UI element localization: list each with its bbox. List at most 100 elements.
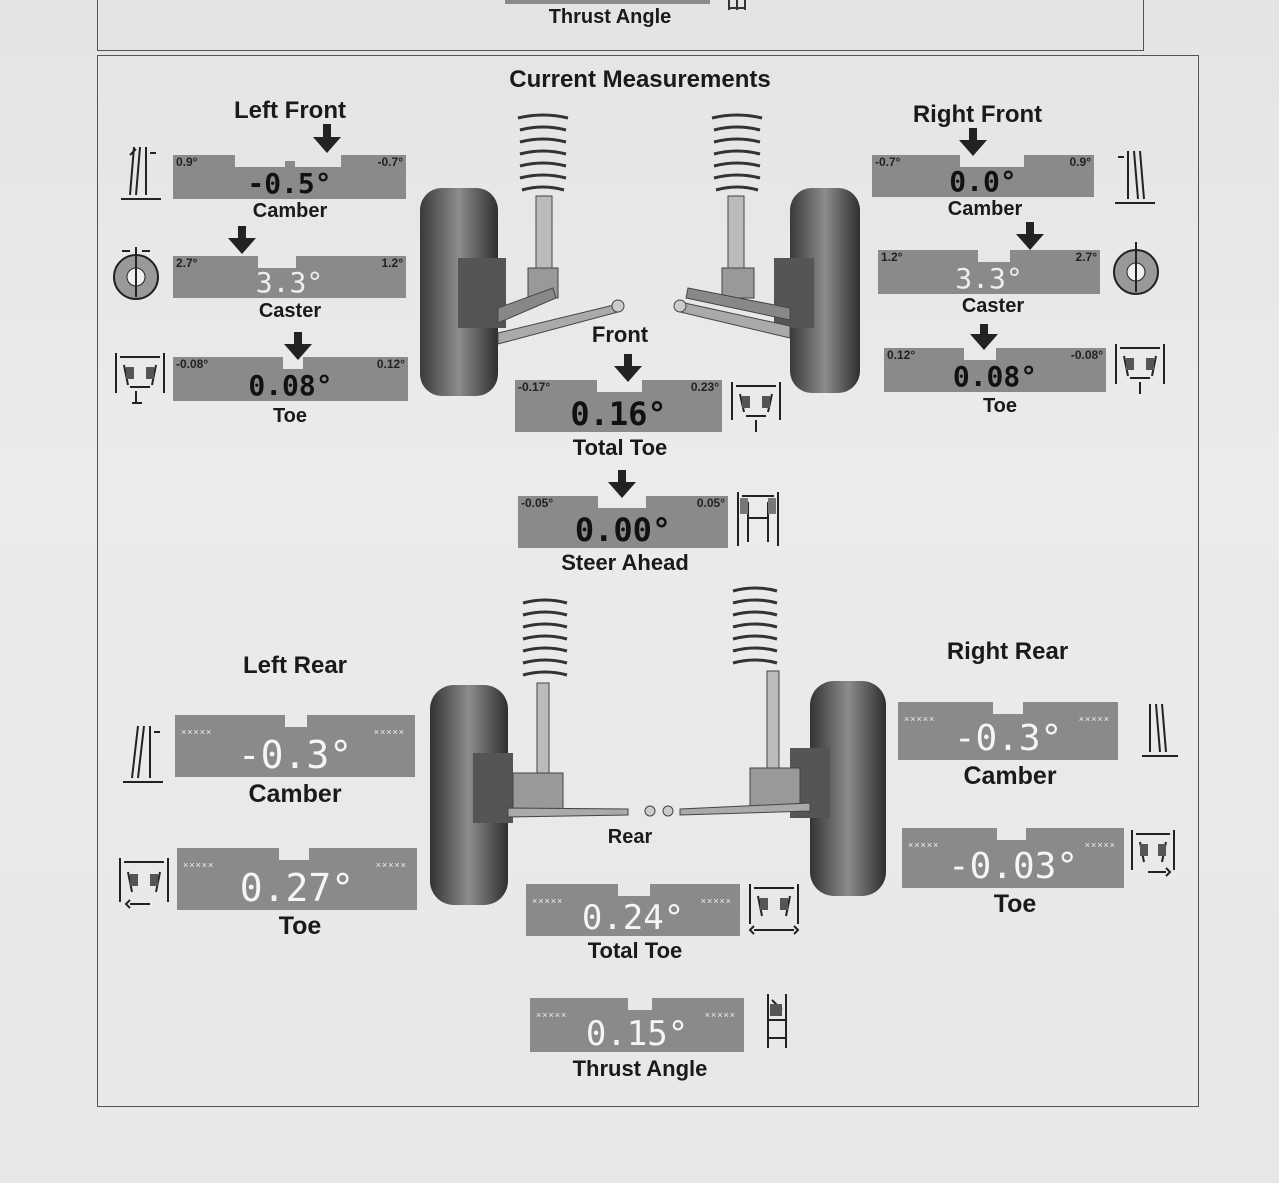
steer-ahead-arrow-stem xyxy=(618,470,626,482)
steer-ahead-label: Steer Ahead xyxy=(561,550,689,575)
left-front-toe-arrow-stem xyxy=(294,332,302,344)
right-rear-camber-value: -0.3° xyxy=(953,718,1063,759)
left-front-toe-arrow xyxy=(284,344,312,360)
front-total-toe-max: 0.23° xyxy=(690,380,719,394)
left-rear-camber-value: -0.3° xyxy=(237,733,353,777)
steer-ahead-gauge: -0.05° 0.05° 0.00° xyxy=(518,496,728,548)
thrust-angle-gauge: ××××× ××××× 0.15° xyxy=(530,998,744,1052)
front-total-toe-label: Total Toe xyxy=(572,435,668,460)
left-front-camber-value: -0.5° xyxy=(247,167,332,200)
left-front-caster-arrow-stem xyxy=(238,226,246,238)
right-front-toe-label: Toe xyxy=(982,395,1018,417)
camber-icon xyxy=(116,143,166,201)
right-front-toe-arrow xyxy=(970,334,998,350)
right-front-toe-gauge: 0.12° -0.08° 0.08° xyxy=(884,348,1106,392)
caster-icon xyxy=(112,245,164,303)
left-front-toe-gauge: -0.08° 0.12° 0.08° xyxy=(173,357,408,401)
left-front-heading: Left Front xyxy=(234,97,346,124)
steer-ahead-icon xyxy=(732,488,784,550)
left-front-toe-value: 0.08° xyxy=(248,369,333,402)
front-label: Front xyxy=(591,322,649,347)
steer-ahead-value: 0.00° xyxy=(574,511,672,549)
camber-icon xyxy=(1110,147,1160,205)
right-front-caster-min: 1.2° xyxy=(881,250,903,264)
left-rear-heading: Left Rear xyxy=(242,652,348,679)
top-thrust-gauge-fragment xyxy=(505,0,710,4)
left-front-caster-min: 2.7° xyxy=(176,256,198,270)
measurements-panel xyxy=(97,55,1199,1107)
rear-total-toe-value: 0.24° xyxy=(581,898,685,938)
left-front-toe-max: 0.12° xyxy=(376,357,405,371)
right-front-heading: Right Front xyxy=(912,101,1043,128)
total-toe-icon xyxy=(728,378,784,436)
camber-icon xyxy=(118,722,168,784)
rear-label: Rear xyxy=(607,826,653,848)
left-rear-toe-value: 0.27° xyxy=(239,866,355,910)
front-total-toe-gauge: -0.17° 0.23° 0.16° xyxy=(515,380,722,432)
thrust-angle-label: Thrust Angle xyxy=(572,1056,708,1081)
left-front-toe-label: Toe xyxy=(272,405,308,427)
right-rear-camber-gauge: ××××× ××××× -0.3° xyxy=(898,702,1118,760)
right-front-caster-value: 3.3° xyxy=(955,262,1023,295)
left-front-camber-label: Camber xyxy=(252,200,328,222)
rear-suspension-illustration xyxy=(428,583,888,908)
left-rear-toe-label: Toe xyxy=(278,912,322,940)
left-front-camber-min: 0.9° xyxy=(176,155,198,169)
left-front-caster-label: Caster xyxy=(258,300,322,322)
front-total-toe-min: -0.17° xyxy=(518,380,551,394)
left-front-camber-gauge: 0.9° -0.7° -0.5° xyxy=(173,155,406,199)
rear-total-toe-gauge: ××××× ××××× 0.24° xyxy=(526,884,740,936)
front-total-toe-arrow-stem xyxy=(624,354,632,366)
left-front-caster-max: 1.2° xyxy=(381,256,403,270)
left-front-camber-max: -0.7° xyxy=(377,155,403,169)
right-front-camber-value: 0.0° xyxy=(949,165,1017,198)
steer-ahead-arrow xyxy=(608,482,636,498)
right-front-caster-arrow-stem xyxy=(1026,222,1034,234)
right-front-toe-max: -0.08° xyxy=(1070,348,1103,362)
right-front-camber-min: -0.7° xyxy=(875,155,901,169)
right-rear-toe-value: -0.03° xyxy=(947,846,1079,887)
right-front-camber-max: 0.9° xyxy=(1069,155,1091,169)
right-front-caster-gauge: 1.2° 2.7° 3.3° xyxy=(878,250,1100,294)
toe-icon xyxy=(116,852,172,914)
left-front-camber-arrow-stem xyxy=(323,124,331,138)
left-rear-camber-gauge: ××××× ××××× -0.3° xyxy=(175,715,415,777)
left-front-toe-min: -0.08° xyxy=(176,357,209,371)
right-front-caster-arrow xyxy=(1016,234,1044,250)
front-total-toe-arrow xyxy=(614,366,642,382)
right-front-toe-min: 0.12° xyxy=(887,348,916,362)
caster-icon xyxy=(1110,240,1162,298)
camber-icon xyxy=(1140,700,1180,758)
left-rear-camber-label: Camber xyxy=(248,780,342,808)
left-front-camber-arrow xyxy=(313,137,341,153)
steer-ahead-min: -0.05° xyxy=(521,496,554,510)
toe-icon xyxy=(1112,338,1168,396)
right-front-camber-arrow-stem xyxy=(969,128,977,140)
top-thrust-angle-label: Thrust Angle xyxy=(548,6,672,28)
steer-ahead-max: 0.05° xyxy=(696,496,725,510)
toe-icon xyxy=(112,347,168,405)
page-title: Current Measurements xyxy=(509,66,771,93)
right-rear-heading: Right Rear xyxy=(946,638,1069,665)
right-front-toe-arrow-stem xyxy=(980,324,988,336)
thrust-angle-value: 0.15° xyxy=(585,1014,689,1054)
front-total-toe-value: 0.16° xyxy=(570,395,667,433)
right-rear-camber-label: Camber xyxy=(963,762,1057,790)
right-front-caster-label: Caster xyxy=(961,295,1025,317)
thrust-angle-icon xyxy=(762,990,792,1052)
left-front-caster-arrow xyxy=(228,238,256,254)
right-front-toe-value: 0.08° xyxy=(952,360,1038,393)
left-rear-toe-gauge: ××××× ××××× 0.27° xyxy=(177,848,417,910)
thrust-angle-icon xyxy=(727,0,747,12)
right-front-camber-label: Camber xyxy=(947,198,1023,220)
left-front-caster-value: 3.3° xyxy=(255,266,324,299)
total-toe-icon xyxy=(746,880,802,938)
front-suspension-illustration xyxy=(418,108,868,398)
toe-icon xyxy=(1128,824,1178,882)
right-front-camber-gauge: -0.7° 0.9° 0.0° xyxy=(872,155,1094,197)
left-front-caster-gauge: 2.7° 1.2° 3.3° xyxy=(173,256,406,298)
previous-panel-frame xyxy=(97,0,1144,51)
right-rear-toe-gauge: ××××× ××××× -0.03° xyxy=(902,828,1124,888)
right-front-camber-arrow xyxy=(959,140,987,156)
right-front-caster-max: 2.7° xyxy=(1075,250,1097,264)
